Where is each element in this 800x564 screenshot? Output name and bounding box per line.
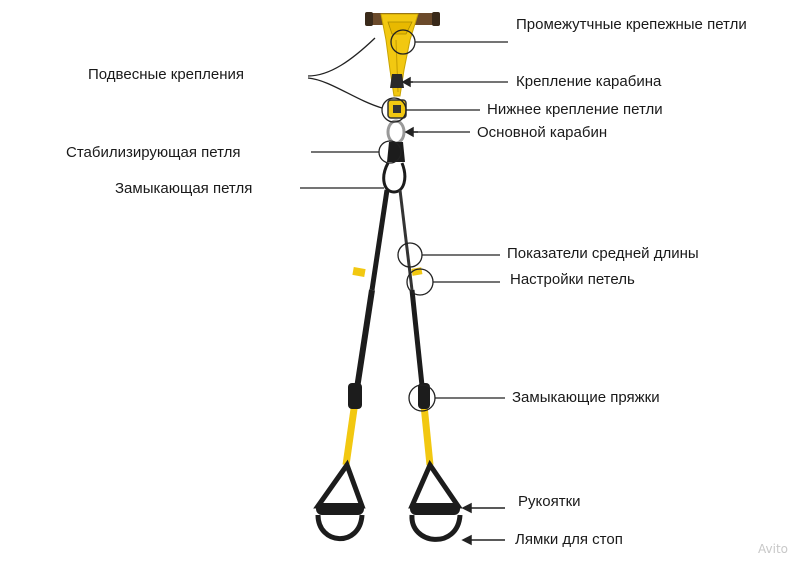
anchor-strap: [380, 13, 419, 97]
anchor-bar-end-right: [432, 12, 440, 26]
label-loop-adjustments: Настройки петель: [510, 271, 635, 288]
label-lower-loop-mount: Нижнее крепление петли: [487, 101, 663, 118]
right-strap-lower: [409, 289, 426, 396]
arrow-carabiner-head: [401, 76, 411, 88]
label-foot-straps: Лямки для стоп: [515, 531, 623, 548]
watermark: Avito: [758, 542, 788, 556]
label-mid-length-indicators: Показатели средней длины: [507, 245, 699, 262]
left-strap-upper: [369, 189, 390, 291]
leader-suspension-lower: [307, 77, 383, 109]
arrow-main-carabiner-head: [404, 126, 414, 138]
label-handles: Рукоятки: [518, 493, 581, 510]
arrow-foot-straps-head: [461, 534, 472, 546]
left-strap-yellow-tab: [352, 267, 366, 277]
locking-loop: [382, 162, 407, 194]
left-handle-triangle: [313, 459, 366, 509]
leader-suspension-upper: [307, 37, 376, 77]
label-stabilizing-loop: Стабилизирующая петля: [66, 144, 241, 161]
right-strap-upper: [398, 189, 414, 291]
left-handle-grip: [316, 503, 364, 515]
left-locking-buckle: [348, 383, 362, 409]
carabiner-mount-clip: [390, 74, 404, 88]
arrow-handles-head: [461, 502, 472, 514]
left-strap-lower: [353, 289, 375, 396]
anchor-bar-end-left: [365, 12, 373, 26]
right-handle-triangle: [408, 459, 463, 509]
main-carabiner: [386, 119, 406, 145]
right-foot-strap: [409, 514, 463, 542]
label-intermediate-loops: Промежутчные крепежные петли: [516, 16, 747, 33]
label-carabiner-mount: Крепление карабина: [516, 73, 662, 90]
right-handle-grip: [410, 503, 460, 515]
label-locking-loop: Замыкающая петля: [115, 180, 253, 197]
label-main-carabiner: Основной карабин: [477, 124, 608, 141]
stabilizing-loop: [387, 142, 405, 162]
left-foot-strap: [315, 514, 365, 542]
label-suspension-mounts: Подвесные крепления: [88, 66, 245, 83]
right-locking-buckle: [418, 383, 430, 409]
label-locking-buckles: Замыкающие пряжки: [512, 389, 660, 406]
lower-loop-mount-tag: [393, 105, 401, 113]
